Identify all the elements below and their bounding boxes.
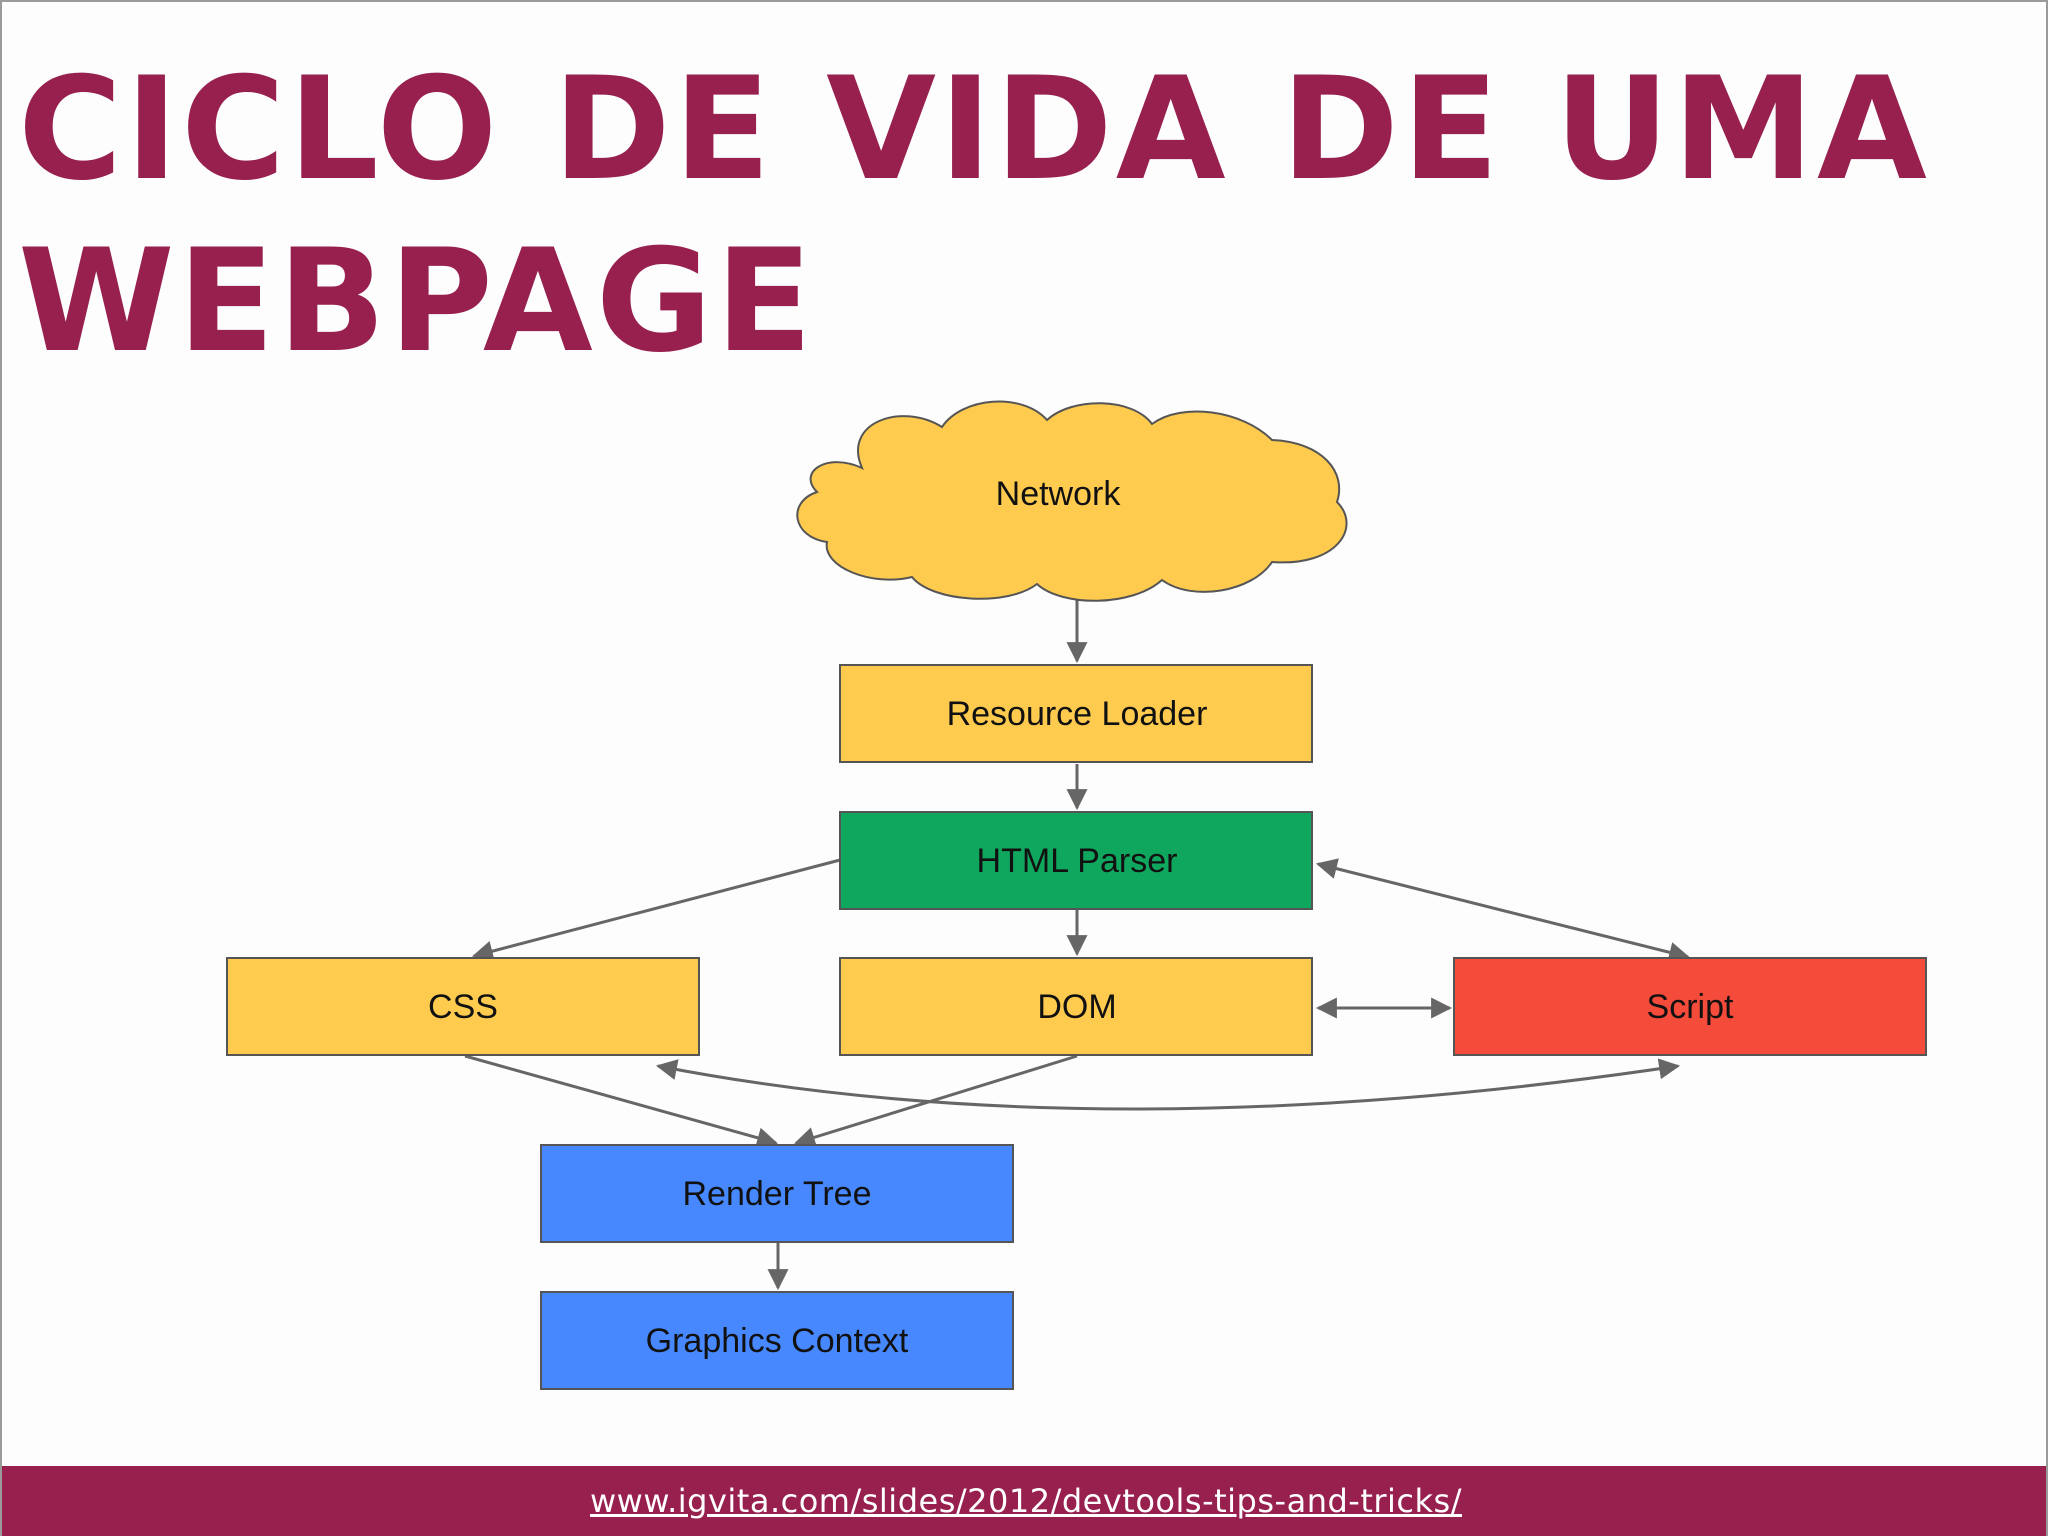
graphics-context-label: Graphics Context xyxy=(646,1322,909,1360)
html-parser-box: HTML Parser xyxy=(839,811,1313,910)
slide-title-line-2: WEBPAGE xyxy=(18,219,816,384)
resource-loader-box: Resource Loader xyxy=(839,664,1313,763)
slide-title: CICLO DE VIDA DE UMA WEBPAGE xyxy=(18,44,1998,388)
html-parser-label: HTML Parser xyxy=(977,842,1178,880)
arrow-css-to-render-tree xyxy=(464,1054,779,1149)
dom-box: DOM xyxy=(839,957,1313,1056)
footer-source-link[interactable]: www.igvita.com/slides/2012/devtools-tips… xyxy=(590,1482,1462,1520)
arrow-html-parser-to-css xyxy=(471,858,841,962)
arrow-dom-to-render-tree xyxy=(793,1054,1078,1148)
network-cloud: Network xyxy=(796,400,1348,602)
dom-label: DOM xyxy=(1037,988,1116,1026)
network-label: Network xyxy=(996,475,1122,513)
render-tree-label: Render Tree xyxy=(683,1175,872,1213)
graphics-context-box: Graphics Context xyxy=(540,1291,1014,1390)
resource-loader-label: Resource Loader xyxy=(947,695,1208,733)
css-label: CSS xyxy=(428,988,498,1026)
connectors xyxy=(464,600,1691,1291)
script-box: Script xyxy=(1453,957,1927,1056)
render-tree-box: Render Tree xyxy=(540,1144,1014,1243)
css-box: CSS xyxy=(226,957,700,1056)
script-label: Script xyxy=(1647,988,1734,1026)
arrow-css-script xyxy=(655,1058,1681,1111)
slide-title-line-1: CICLO DE VIDA DE UMA xyxy=(18,47,1930,212)
footer-bar: www.igvita.com/slides/2012/devtools-tips… xyxy=(2,1466,2046,1536)
arrow-html-parser-script xyxy=(1315,858,1691,963)
